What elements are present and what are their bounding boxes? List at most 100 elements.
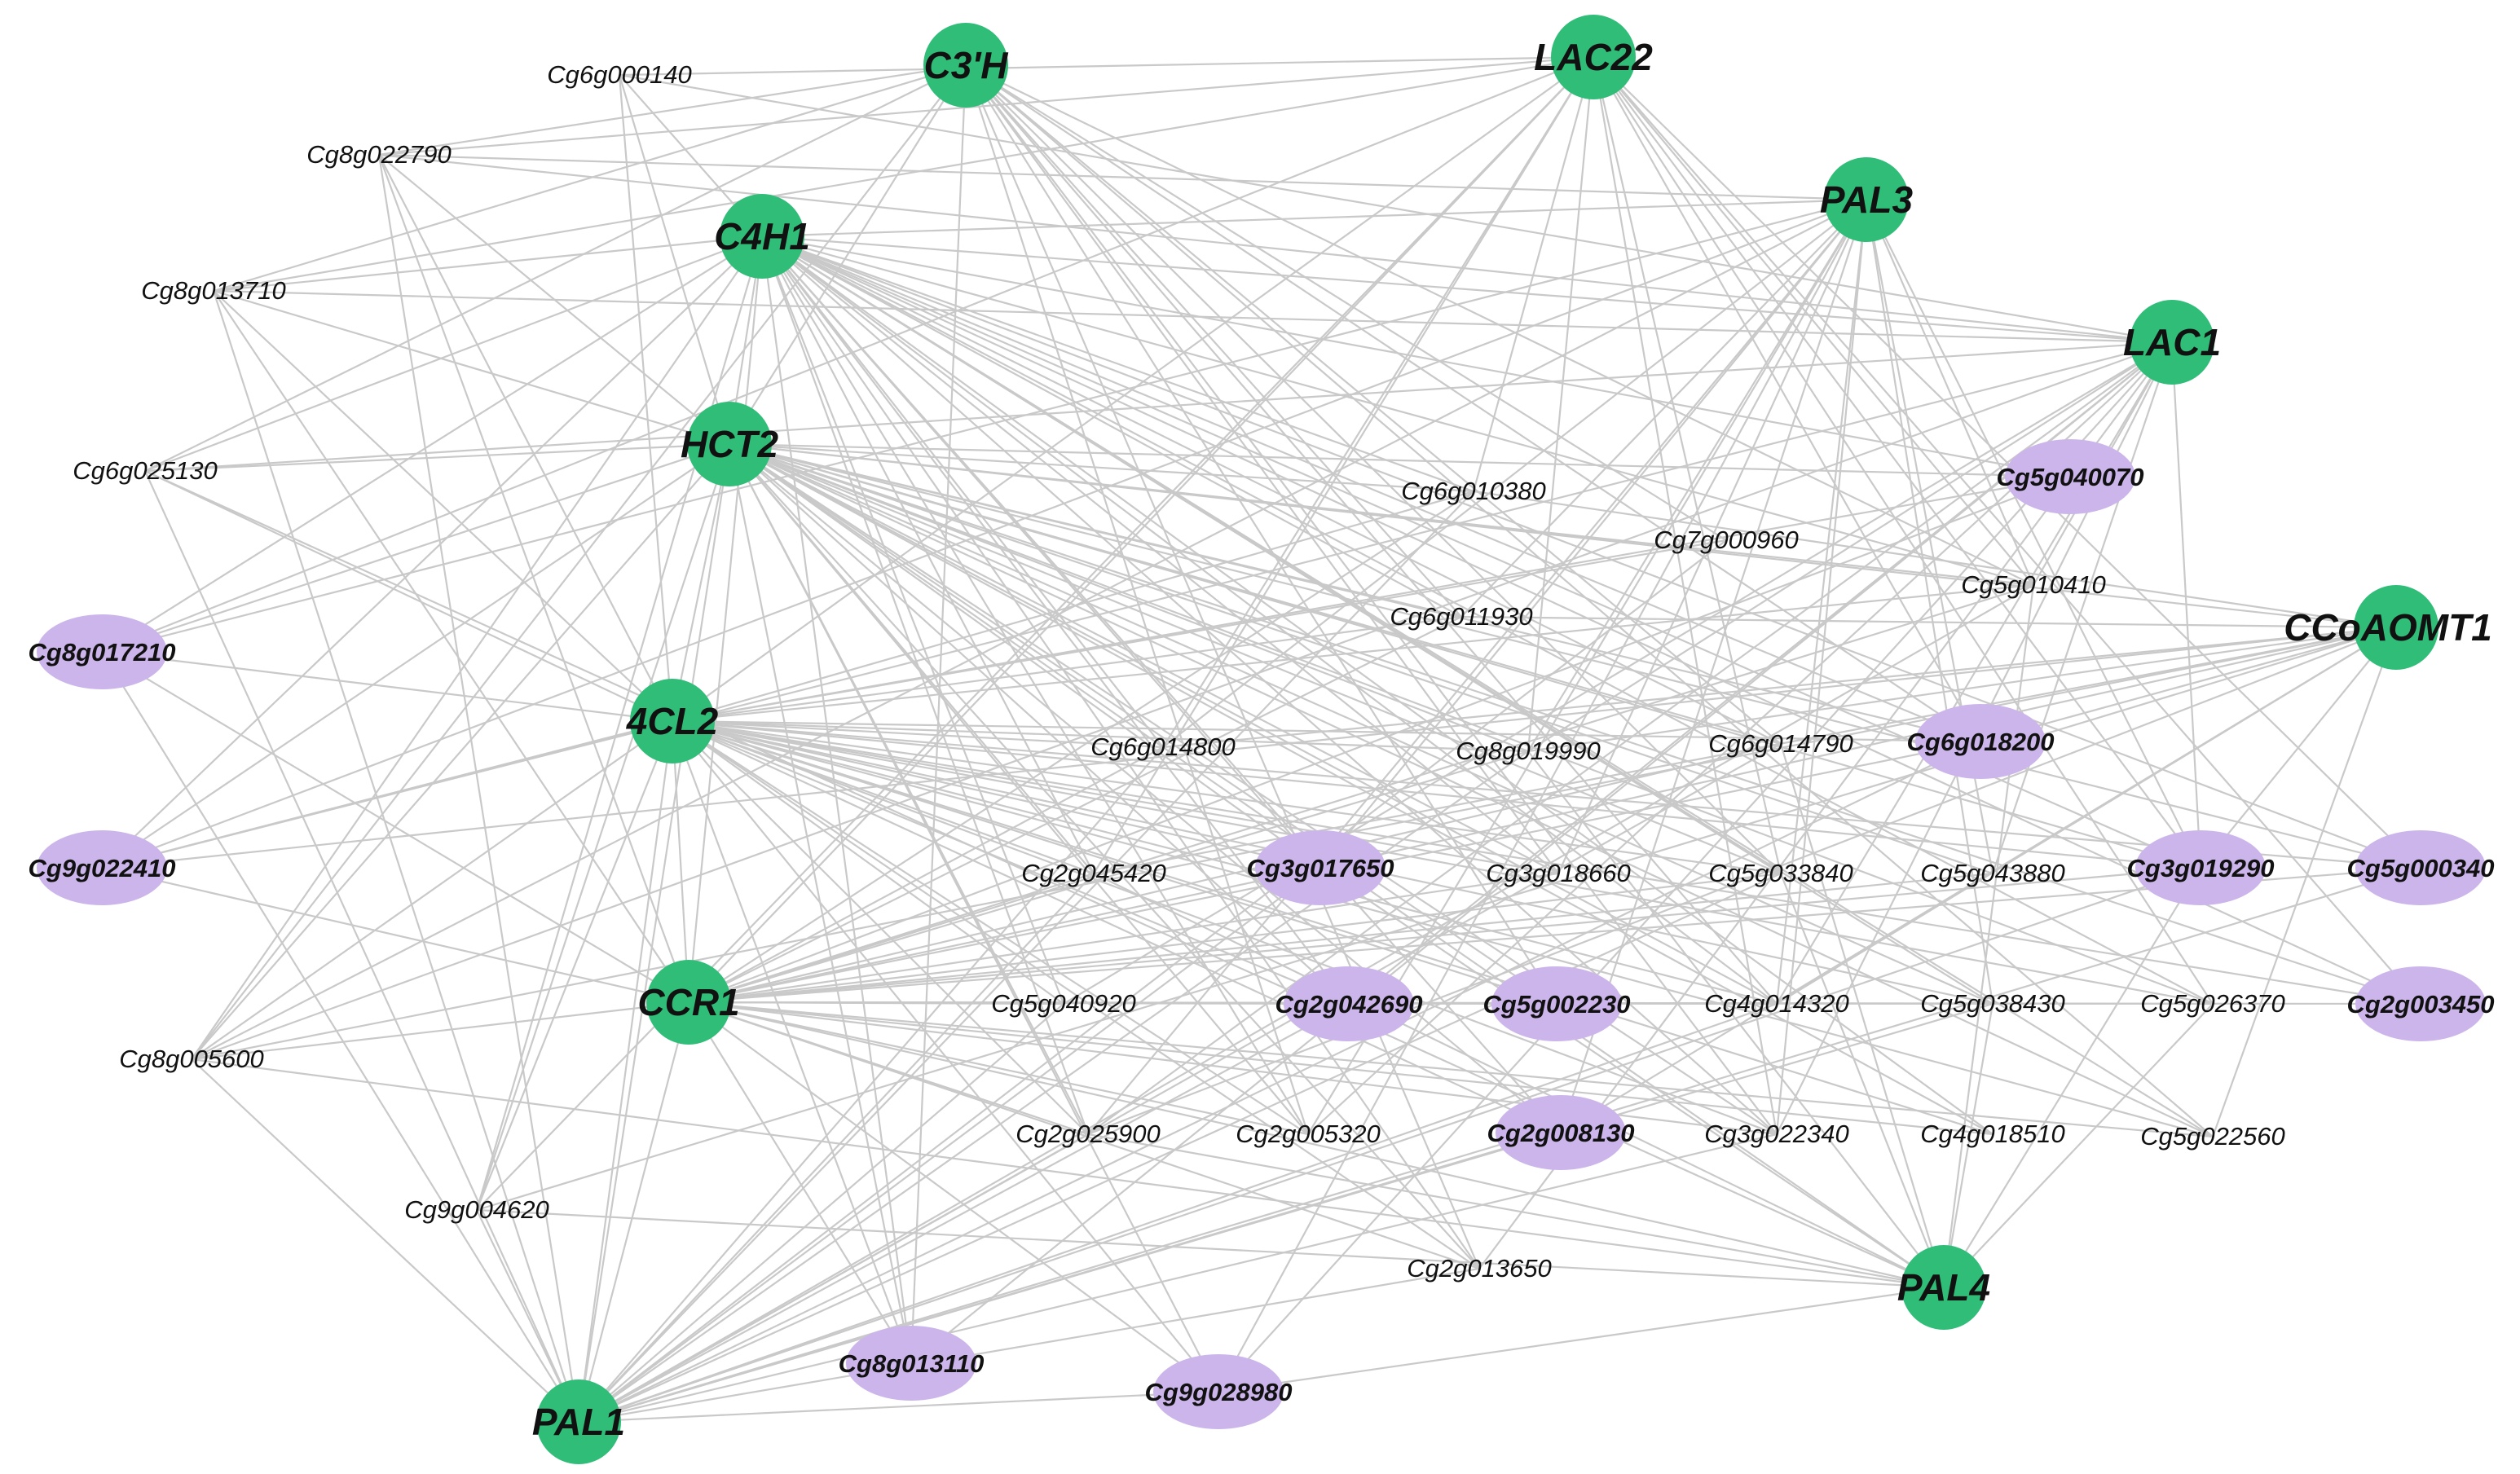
edge-CCoAOMT1-Cg2g025900 [1087,626,2397,1136]
gene-node-cg5g000340[interactable] [2355,830,2486,905]
edge-LAC22-Cg2g003450 [1593,56,2421,1005]
hub-node-ccoaomt1[interactable] [2354,585,2438,670]
edge-LAC22-Cg6g000140 [619,55,1594,77]
edge-PAL1-Cg3g017650 [578,867,1321,1423]
edge-C4H1-CCR1 [687,235,764,1003]
gene-node-cg9g022410[interactable] [37,830,167,905]
edge-LAC1-Cg5g040920 [1063,341,2173,1005]
hub-node-lac22[interactable] [1551,15,1636,99]
edge-PAL3-Cg3g018660 [1557,199,1868,874]
edge-PAL4-Cg6g025130 [144,469,1945,1289]
hub-node-c3h[interactable] [923,23,1008,108]
gene-label-cg7g000960: Cg7g000960 [1654,526,1799,554]
gene-label-cg2g008130: Cg2g008130 [1487,1119,1635,1147]
gene-node-cg5g040070[interactable] [2005,439,2135,514]
edge-PAL4-Cg2g045420 [1093,873,1945,1288]
edge-PAL1-Cg6g025130 [143,470,580,1423]
edge-4CL2-Cg4g014320 [672,719,1778,1005]
gene-label-cg6g014790: Cg6g014790 [1708,729,1853,758]
edge-C4H1-Cg2g008130 [761,235,1562,1133]
edge-LAC22-Cg8g013710 [213,55,1594,293]
gene-node-cg2g008130[interactable] [1496,1095,1626,1170]
edge-PAL4-Cg5g033840 [1779,873,1945,1288]
edge-4CL2-Cg2g008130 [672,720,1562,1133]
gene-label-cg2g005320: Cg2g005320 [1236,1120,1381,1148]
edge-PAL1-Cg6g018200 [578,741,1981,1423]
hub-label-c4h1: C4H1 [714,215,810,257]
edge-CCoAOMT1-Cg8g019990 [1527,626,2397,753]
gene-node-cg2g003450[interactable] [2355,966,2486,1041]
edge-HCT2-Cg6g000140 [618,74,731,445]
gene-label-cg2g042690: Cg2g042690 [1275,990,1423,1019]
edge-LAC22-Cg8g017210 [101,55,1594,653]
edge-CCR1-Cg2g045420 [688,872,1095,1004]
edge-PAL1-Cg2g025900 [578,1133,1089,1423]
edge-LAC22-4CL2 [672,56,1594,722]
edge-C4H1-Cg6g010380 [761,235,1474,493]
edge-HCT2-4CL2 [671,443,731,722]
gene-label-cg3g019290: Cg3g019290 [2127,854,2275,882]
edge-CCoAOMT1-Cg3g017650 [1319,626,2397,869]
hub-node-ccr1[interactable] [646,960,731,1045]
edge-C4H1-Cg9g004620 [475,235,764,1211]
edge-CCR1-Cg6g011930 [688,616,1462,1003]
hub-node-c4h1[interactable] [720,194,804,279]
gene-node-cg5g002230[interactable] [1491,966,1622,1041]
gene-node-cg9g028980[interactable] [1153,1354,1284,1429]
edge-CCoAOMT1-Cg6g010380 [1473,490,2397,629]
gene-label-cg2g003450: Cg2g003450 [2347,990,2495,1019]
gene-label-cg2g025900: Cg2g025900 [1015,1120,1161,1148]
edge-C3H-Cg6g025130 [144,64,967,472]
gene-node-cg3g019290[interactable] [2135,830,2266,905]
edge-4CL2-Cg3g019290 [672,719,2201,869]
edge-HCT2-Cg6g010380 [729,442,1474,493]
gene-label-cg9g004620: Cg9g004620 [404,1195,549,1224]
gene-node-cg3g017650[interactable] [1255,830,1386,905]
gene-label-cg4g018510: Cg4g018510 [1920,1120,2065,1148]
edge-C4H1-Cg5g010410 [761,235,2034,587]
edge-PAL4-Cg3g017650 [1319,867,1945,1288]
edge-HCT2-Cg4g014320 [729,443,1778,1005]
gene-node-cg8g013110[interactable] [846,1326,976,1401]
gene-node-cg8g017210[interactable] [37,614,167,689]
hub-node-4cl2[interactable] [630,679,715,763]
edge-CCR1-Cg5g000340 [688,866,2421,1004]
edge-CCoAOMT1-Cg5g022560 [2211,627,2398,1137]
gene-label-cg5g043880: Cg5g043880 [1920,859,2065,887]
gene-label-cg3g017650: Cg3g017650 [1247,854,1394,882]
edge-4CL2-Cg6g018200 [672,719,1981,743]
edge-C4H1-Cg8g013110 [760,235,913,1364]
hub-node-pal4[interactable] [1901,1245,1986,1330]
edge-CCR1-Cg5g040070 [688,475,2071,1004]
edge-CCR1-Cg5g033840 [688,872,1782,1004]
gene-label-cg5g000340: Cg5g000340 [2347,854,2495,882]
edge-LAC1-Cg6g000140 [619,73,2173,344]
edge-C3H-Cg6g011930 [965,64,1462,618]
hub-node-pal1[interactable] [536,1379,621,1464]
hub-label-lac1: LAC1 [2123,321,2221,363]
edge-LAC1-Cg5g043880 [1991,341,2174,874]
edge-LAC1-Cg8g005600 [191,341,2173,1061]
edge-4CL2-Cg6g025130 [144,470,673,722]
edge-PAL1-Cg5g033840 [578,872,1782,1423]
edge-LAC22-Cg3g019290 [1593,56,2201,869]
edge-CCR1-Cg9g028980 [688,1001,1219,1393]
edge-C4H1-Cg4g014320 [761,235,1778,1005]
gene-node-cg6g018200[interactable] [1915,704,2046,779]
edge-CCoAOMT1-Cg9g004620 [476,626,2397,1212]
edge-C4H1-Cg3g018660 [761,235,1559,874]
edge-PAL3-Cg9g022410 [101,198,1867,869]
edge-C4H1-Cg5g040920 [760,235,1065,1005]
edge-HCT2-Cg5g033840 [729,442,1782,875]
hub-node-hct2[interactable] [687,402,772,486]
hub-node-pal3[interactable] [1824,157,1909,242]
gene-label-cg4g014320: Cg4g014320 [1704,989,1849,1018]
gene-node-cg2g042690[interactable] [1284,966,1414,1041]
edge-CCR1-Cg6g010380 [688,491,1474,1003]
gene-label-cg5g033840: Cg5g033840 [1708,859,1853,887]
edge-C4H1-Cg6g014790 [761,235,1782,745]
edge-CCR1-Cg8g022790 [377,154,690,1003]
hub-node-lac1[interactable] [2130,300,2214,385]
edge-PAL1-Cg8g005600 [191,1058,579,1423]
